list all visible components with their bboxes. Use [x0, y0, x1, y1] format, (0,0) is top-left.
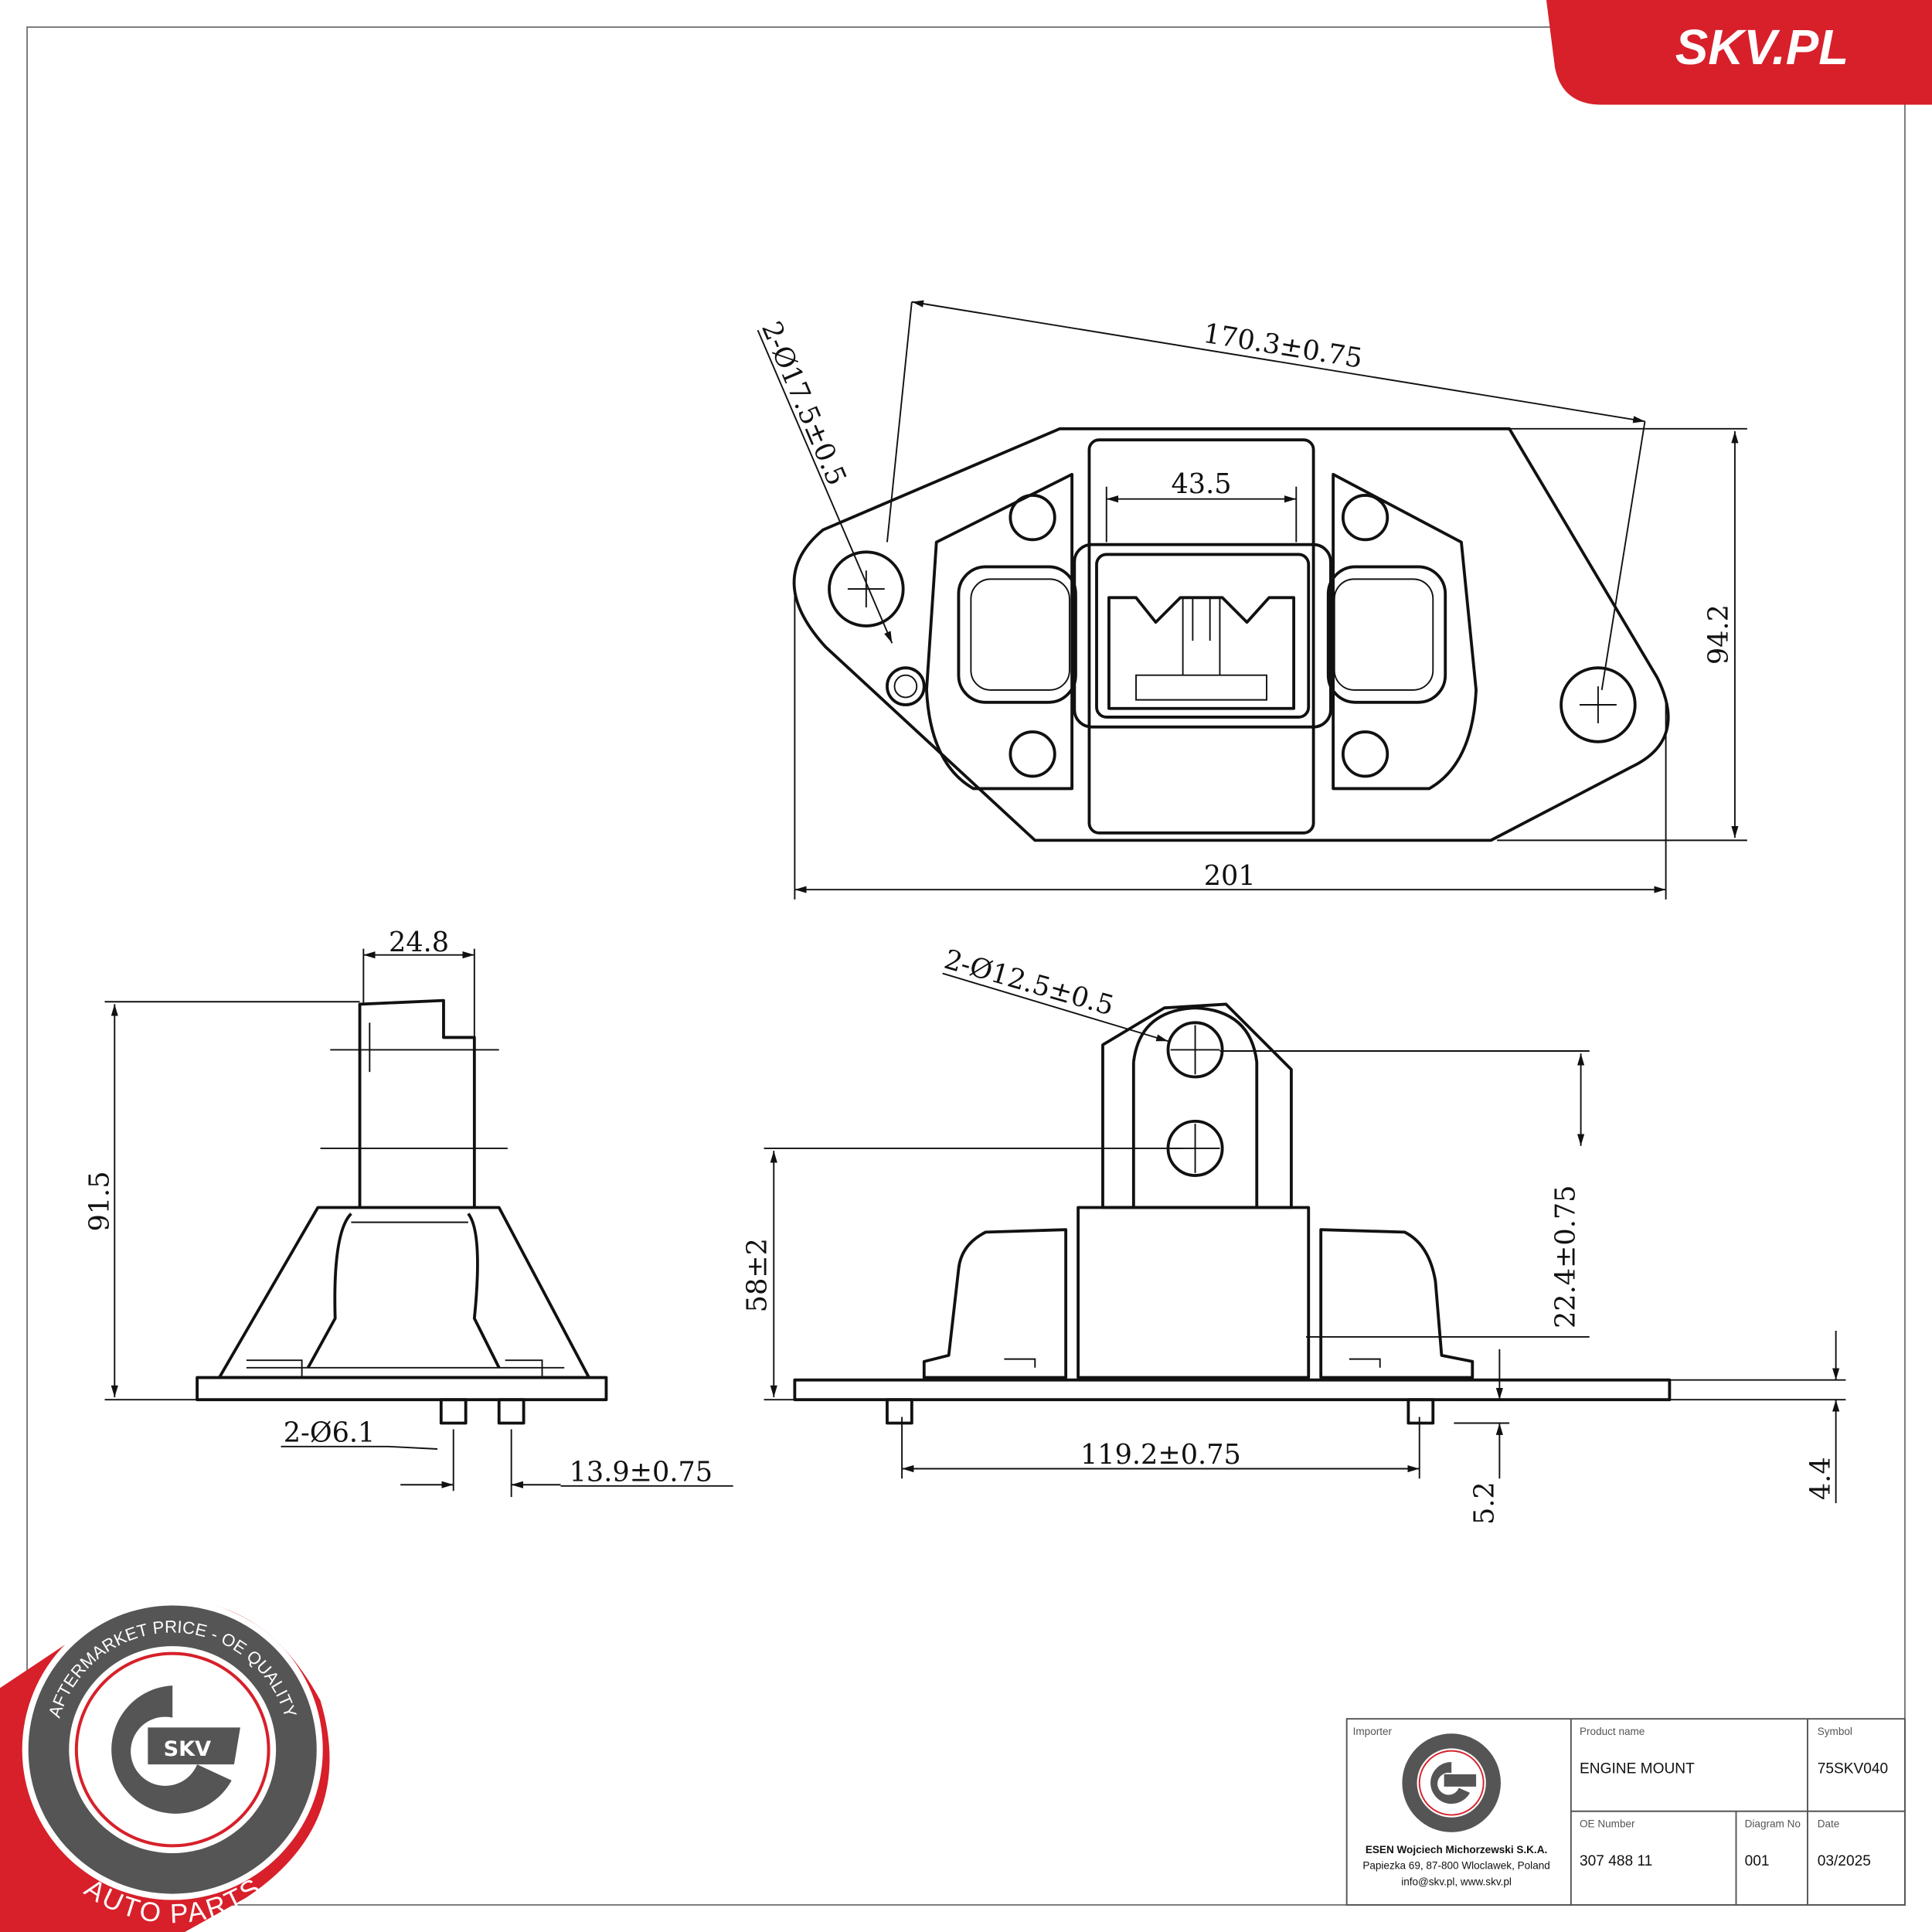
- top-view: 170.3±0.75 2-Ø17.5±0.5 43.5 94.2 201: [755, 300, 1747, 900]
- svg-text:Date: Date: [1818, 1818, 1840, 1829]
- svg-text:03/2025: 03/2025: [1818, 1853, 1871, 1869]
- svg-text:Product name: Product name: [1580, 1726, 1645, 1737]
- svg-text:22.4±0.75: 22.4±0.75: [1550, 1185, 1582, 1329]
- svg-text:Symbol: Symbol: [1818, 1726, 1852, 1737]
- svg-text:24.8: 24.8: [389, 927, 449, 958]
- importer-logo: [1402, 1733, 1501, 1832]
- svg-text:43.5: 43.5: [1171, 468, 1231, 500]
- svg-text:2-Ø12.5±0.5: 2-Ø12.5±0.5: [940, 944, 1117, 1022]
- svg-text:307 488 11: 307 488 11: [1580, 1853, 1652, 1869]
- svg-text:OE Number: OE Number: [1580, 1818, 1635, 1829]
- svg-text:2-Ø6.1: 2-Ø6.1: [284, 1417, 376, 1448]
- svg-text:94.2: 94.2: [1702, 604, 1734, 665]
- svg-text:SKV.PL: SKV.PL: [1675, 19, 1849, 75]
- svg-text:170.3±0.75: 170.3±0.75: [1201, 318, 1365, 375]
- svg-text:201: 201: [1204, 860, 1256, 892]
- svg-text:ESEN Wojciech Michorzewski S.K: ESEN Wojciech Michorzewski S.K.A.: [1366, 1844, 1547, 1855]
- svg-text:ENGINE MOUNT: ENGINE MOUNT: [1580, 1760, 1695, 1777]
- skv-stamp-logo: SKV AFTERMARKET PRICE - OE QUALITY AUTO …: [0, 1599, 330, 1932]
- svg-text:Diagram No: Diagram No: [1745, 1818, 1801, 1829]
- svg-text:58±2: 58±2: [742, 1238, 774, 1312]
- svg-text:info@skv.pl, www.skv.pl: info@skv.pl, www.skv.pl: [1401, 1876, 1512, 1887]
- front-view: 2-Ø12.5±0.5 58±2 22.4±0.75 119.2±0.75 5.…: [742, 944, 1846, 1525]
- svg-text:119.2±0.75: 119.2±0.75: [1080, 1439, 1241, 1471]
- svg-text:SKV: SKV: [164, 1737, 212, 1761]
- side-view: 24.8 91.5 2-Ø6.1 13.9±0.75: [83, 927, 733, 1498]
- svg-text:Importer: Importer: [1353, 1726, 1393, 1737]
- svg-text:13.9±0.75: 13.9±0.75: [570, 1456, 713, 1488]
- svg-text:2-Ø17.5±0.5: 2-Ø17.5±0.5: [755, 317, 852, 490]
- svg-text:Papiezka 69, 87-800 Wloclawek,: Papiezka 69, 87-800 Wloclawek, Poland: [1362, 1860, 1549, 1872]
- svg-text:4.4: 4.4: [1805, 1457, 1837, 1500]
- svg-text:5.2: 5.2: [1468, 1481, 1500, 1525]
- brand-logo: SKV.PL: [1546, 0, 1932, 105]
- svg-text:91.5: 91.5: [83, 1171, 115, 1231]
- title-block: Importer ESEN Wojciech Michorzewski S.K.…: [1345, 1718, 1906, 1906]
- svg-text:75SKV040: 75SKV040: [1818, 1760, 1888, 1777]
- drawing-frame: [26, 26, 1906, 1906]
- svg-text:001: 001: [1745, 1853, 1770, 1869]
